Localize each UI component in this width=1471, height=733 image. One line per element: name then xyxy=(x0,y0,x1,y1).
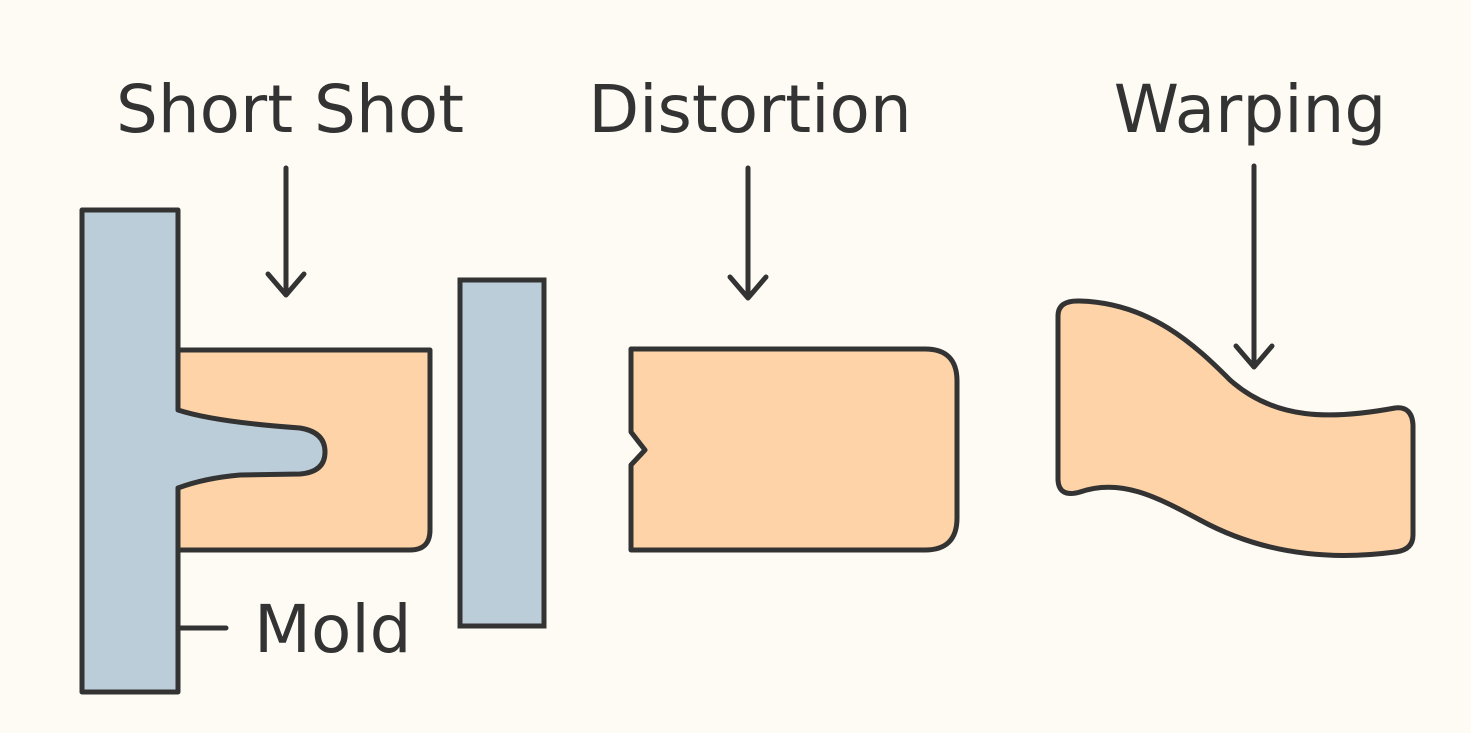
mold-right-half xyxy=(457,277,547,629)
short-shot-arrow-icon xyxy=(265,165,307,298)
warping-label: Warping xyxy=(1114,71,1387,148)
mold-label: Mold xyxy=(254,591,412,668)
short-shot-label: Short Shot xyxy=(116,71,464,148)
mold-left-half xyxy=(79,207,328,695)
distortion-arrow-icon xyxy=(727,165,769,301)
warping-part xyxy=(1055,298,1416,558)
warping-arrow-icon xyxy=(1233,163,1275,370)
distortion-label: Distortion xyxy=(588,71,911,148)
distortion-part xyxy=(628,346,960,553)
